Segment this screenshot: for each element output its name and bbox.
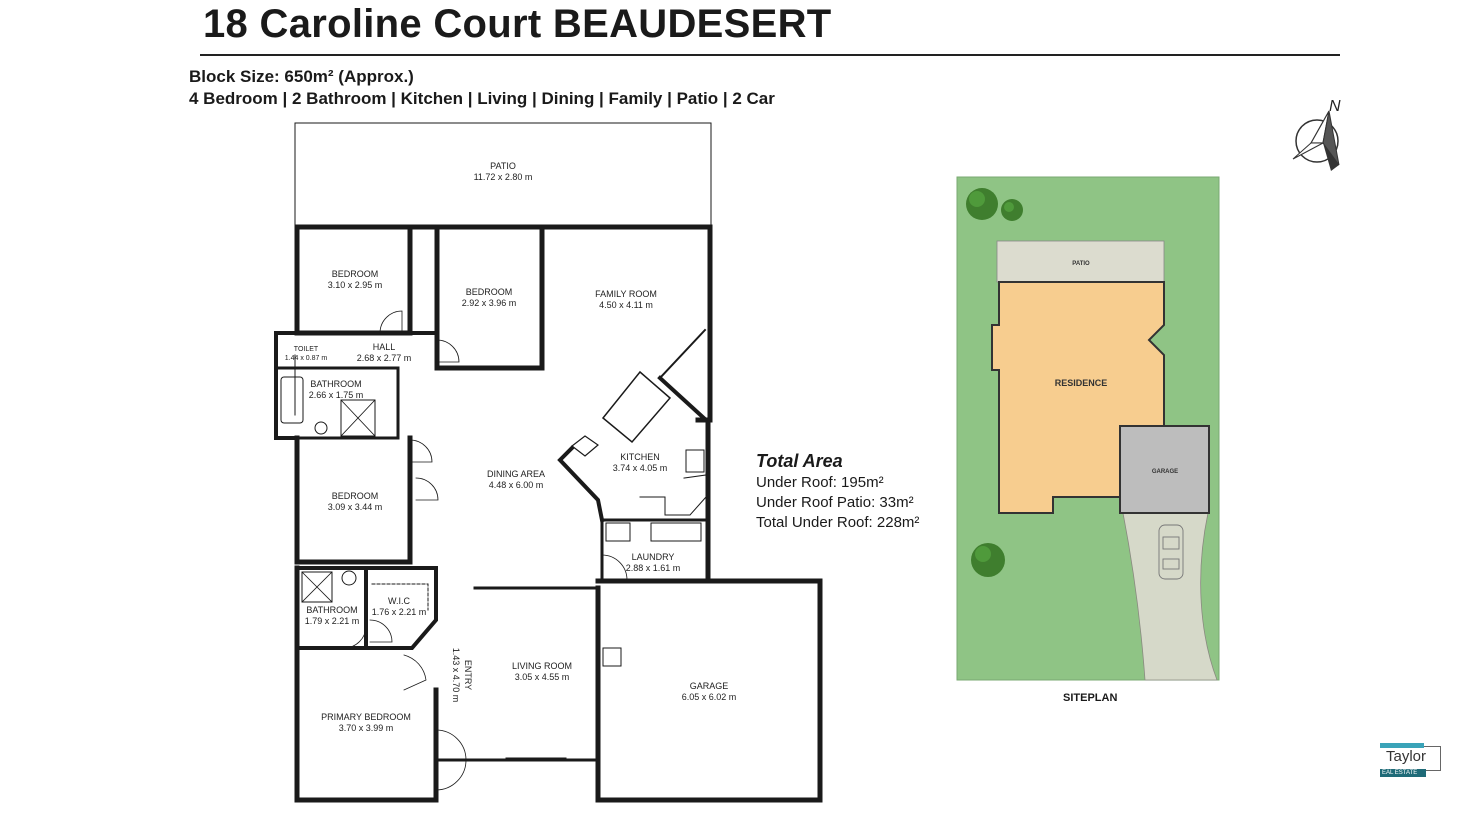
bathroom-ensuite-dim: 1.79 x 2.21 m (305, 616, 360, 626)
dining-area-label: DINING AREA (487, 469, 545, 479)
hall-dim: 2.68 x 2.77 m (357, 353, 412, 363)
bedroom-n-label: BEDROOM (466, 287, 513, 297)
siteplan-driveway (1122, 512, 1218, 681)
laundry-label: LAUNDRY (632, 552, 675, 562)
garage-label: GARAGE (690, 681, 729, 691)
bedroom-nw-dim: 3.10 x 2.95 m (328, 280, 383, 290)
total-area-heading: Total Area (756, 451, 843, 471)
under-roof: Under Roof: 195m² (756, 474, 884, 491)
bathroom-main-dim: 2.66 x 1.75 m (309, 390, 364, 400)
entry-dim: 1.43 x 4.70 m (451, 648, 461, 703)
north-arrow-icon: N (1292, 98, 1341, 171)
floor-plan: PATIO 11.72 x 2.80 m BEDROOM 3.10 x 2.95… (274, 122, 823, 803)
patio-outline (294, 122, 712, 226)
siteplan-garage-label: GARAGE (1152, 469, 1178, 475)
bedroom-w-dim: 3.09 x 3.44 m (328, 502, 383, 512)
title-divider (200, 54, 1340, 56)
primary-bedroom-label: PRIMARY BEDROOM (321, 712, 411, 722)
bedroom-w-label: BEDROOM (332, 491, 379, 501)
bathroom-main-label: BATHROOM (310, 379, 361, 389)
tree-icon (966, 188, 1023, 577)
total-under-roof: Total Under Roof: 228m² (756, 514, 920, 531)
laundry-dim: 2.88 x 1.61 m (626, 563, 681, 573)
siteplan-patio-label: PATIO (1072, 261, 1090, 267)
north-label: N (1329, 98, 1341, 115)
siteplan-caption: SITEPLAN (1063, 692, 1118, 704)
hall-label: HALL (373, 342, 396, 352)
under-roof-patio: Under Roof Patio: 33m² (756, 494, 914, 511)
siteplan: PATIO RESIDENCE GARAGE (956, 176, 1220, 681)
wic-label: W.I.C (388, 596, 410, 606)
car-icon (1158, 524, 1184, 580)
kitchen-label: KITCHEN (620, 452, 660, 462)
family-room-dim: 4.50 x 4.11 m (599, 300, 653, 310)
toilet-dim: 1.44 x 0.87 m (285, 355, 328, 362)
kitchen-dim: 3.74 x 4.05 m (613, 463, 668, 473)
room-labels: PATIO 11.72 x 2.80 m BEDROOM 3.10 x 2.95… (285, 161, 736, 733)
bathroom-ensuite-label: BATHROOM (306, 605, 357, 615)
logo-name: Taylor (1386, 748, 1427, 765)
siteplan-patio (996, 240, 1165, 283)
siteplan-residence (991, 281, 1165, 514)
living-room-label: LIVING ROOM (512, 661, 572, 671)
dining-area-dim: 4.48 x 6.00 m (489, 480, 544, 490)
living-room-dim: 3.05 x 4.55 m (515, 672, 570, 682)
patio-dim: 11.72 x 2.80 m (474, 172, 533, 182)
siteplan-residence-label: RESIDENCE (1055, 378, 1108, 388)
total-area-summary: Total Area Under Roof: 195m² Under Roof … (756, 451, 919, 533)
features-line: 4 Bedroom | 2 Bathroom | Kitchen | Livin… (189, 89, 775, 108)
family-room-label: FAMILY ROOM (595, 289, 657, 299)
logo-tag: EAL ESTATE (1380, 769, 1426, 777)
page-title: 18 Caroline Court BEAUDESERT (203, 2, 832, 46)
siteplan-garage (1119, 425, 1210, 514)
bedroom-nw-label: BEDROOM (332, 269, 379, 279)
entry-label: ENTRY (463, 660, 473, 690)
patio-label: PATIO (490, 161, 516, 171)
toilet-label: TOILET (294, 346, 319, 353)
bedroom-n-dim: 2.92 x 3.96 m (462, 298, 517, 308)
brand-logo: Taylor EAL ESTATE (1380, 743, 1442, 778)
block-size: Block Size: 650m² (Approx.) (189, 67, 414, 86)
primary-bedroom-dim: 3.70 x 3.99 m (339, 723, 394, 733)
garage-dim: 6.05 x 6.02 m (682, 692, 737, 702)
wic-dim: 1.76 x 2.21 m (372, 607, 427, 617)
